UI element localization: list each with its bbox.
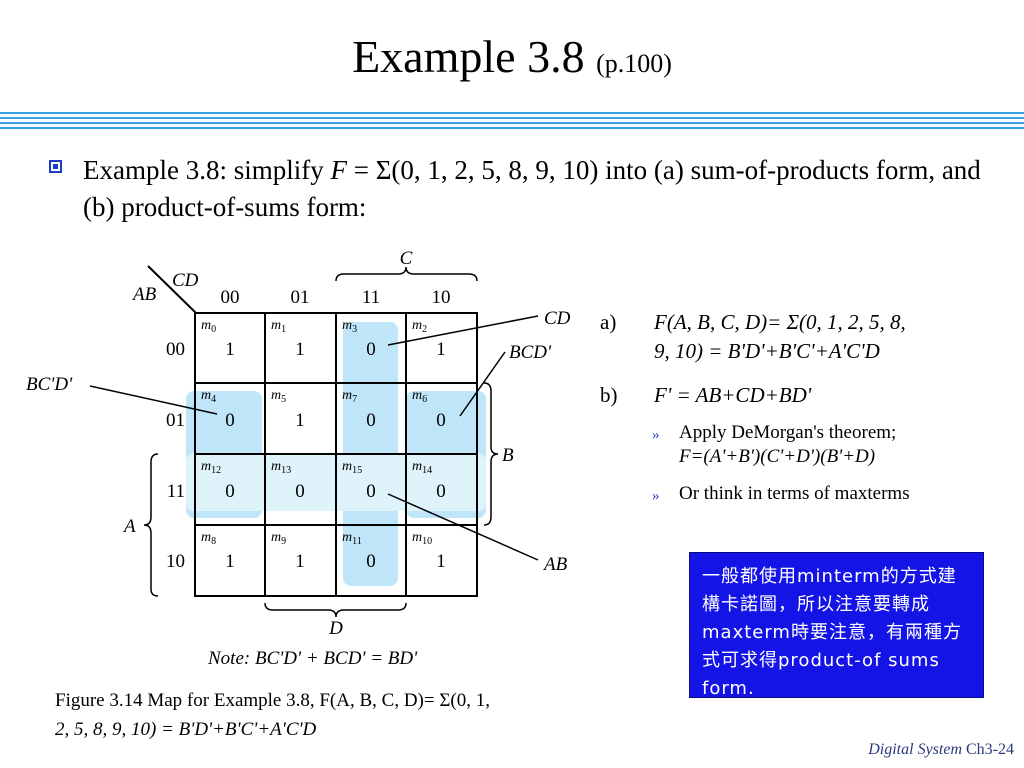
cell-minterm: m10 — [412, 530, 432, 547]
label-c: C — [400, 248, 413, 269]
cell-value: 0 — [366, 410, 376, 431]
cell-minterm: m3 — [342, 318, 357, 335]
bullet-func: F — [330, 155, 347, 185]
bullet-rest: = Σ(0, 1, 2, 5, 8, 9, 10) into (a) sum-o… — [83, 155, 981, 222]
cell-value: 0 — [225, 410, 235, 431]
arrow-bullet-icon: » — [652, 427, 660, 443]
cell-minterm: m8 — [201, 530, 216, 547]
cell-minterm: m5 — [271, 388, 286, 405]
cell-minterm: m12 — [201, 459, 221, 476]
row-label-10: 10 — [166, 551, 185, 572]
bracket-a — [143, 453, 159, 597]
label-d: D — [328, 618, 343, 639]
callout-line-cd — [387, 315, 539, 346]
cell-minterm: m4 — [201, 388, 216, 405]
solution-a-line2: 9, 10) = B'D'+B'C'+A'C'D — [654, 339, 880, 363]
cell-minterm: m7 — [342, 388, 357, 405]
slide-footer: Digital System Ch3-24 — [780, 741, 1014, 759]
cell-minterm: m13 — [271, 459, 291, 476]
solution-b-text: F' = AB+CD+BD' — [654, 383, 812, 407]
bracket-b — [483, 382, 499, 526]
cell-value: 1 — [295, 551, 305, 572]
callout-line-bcpd — [89, 385, 218, 415]
callout-line-bcd — [459, 351, 506, 417]
arrow-bullet-icon: » — [652, 488, 660, 504]
callout-cd-label: CD — [544, 308, 571, 329]
col-var-label: CD — [172, 270, 199, 291]
cell-value: 1 — [436, 551, 446, 572]
title-rule-2 — [0, 117, 1024, 119]
cell-value: 1 — [225, 339, 235, 360]
col-label-11: 11 — [362, 287, 380, 308]
bracket-d — [264, 602, 407, 618]
cell-value: 0 — [436, 481, 446, 502]
solution-a-line1: F(A, B, C, D)= Σ(0, 1, 2, 5, 8, — [654, 310, 906, 334]
cell-value: 0 — [295, 481, 305, 502]
cell-value: 1 — [295, 410, 305, 431]
solution-sub1-line2: F=(A'+B')(C'+D')(B'+D) — [679, 446, 876, 467]
cell-minterm: m14 — [412, 459, 432, 476]
col-label-10: 10 — [432, 287, 451, 308]
callout-ab-label: AB — [542, 554, 568, 575]
bullet-square-icon — [49, 160, 62, 173]
title-page-ref: (p.100) — [596, 49, 672, 78]
cell-minterm: m11 — [342, 530, 362, 547]
karnaugh-map: AB CD 00 01 11 10 00 01 11 10 m0 1 m1 1 … — [26, 248, 571, 669]
cell-value: 0 — [366, 551, 376, 572]
cell-value: 0 — [366, 339, 376, 360]
cell-minterm: m15 — [342, 459, 362, 476]
corner-diagonal — [147, 265, 197, 314]
label-b: B — [502, 445, 514, 466]
row-label-11: 11 — [167, 481, 185, 502]
footer-course: Digital System — [868, 741, 962, 758]
solution-a-text: F(A, B, C, D)= Σ(0, 1, 2, 5, 8, 9, 10) =… — [654, 308, 1014, 366]
note-box-text: 一般都使用minterm的方式建構卡諾圖，所以注意要轉成maxterm時要注意，… — [702, 566, 962, 699]
caption-line1: Figure 3.14 Map for Example 3.8, F(A, B,… — [55, 690, 490, 711]
cell-value: 1 — [295, 339, 305, 360]
kmap-note: Note: BC'D' + BCD' = BD' — [207, 648, 418, 669]
cell-value: 1 — [436, 339, 446, 360]
bullet-text: Example 3.8: simplify F = Σ(0, 1, 2, 5, … — [83, 152, 983, 226]
col-label-00: 00 — [221, 287, 240, 308]
col-label-01: 01 — [291, 287, 310, 308]
solution-sub1: Apply DeMorgan's theorem; F=(A'+B')(C'+D… — [679, 421, 1019, 469]
footer-page: Ch3-24 — [962, 741, 1014, 758]
cell-minterm: m2 — [412, 318, 427, 335]
title-rule-4 — [0, 127, 1024, 129]
cell-value: 0 — [436, 410, 446, 431]
caption-line2: 2, 5, 8, 9, 10) = B'D'+B'C'+A'C'D — [55, 719, 317, 740]
figure-caption: Figure 3.14 Map for Example 3.8, F(A, B,… — [55, 686, 665, 744]
title-main: Example 3.8 — [352, 31, 585, 82]
solution-b-label: b) — [600, 383, 618, 407]
slide-title: Example 3.8 (p.100) — [0, 30, 1024, 83]
cell-value: 1 — [225, 551, 235, 572]
solution-sub1-line1: Apply DeMorgan's theorem; — [679, 422, 897, 443]
cell-minterm: m1 — [271, 318, 286, 335]
callout-line-ab — [387, 493, 539, 561]
callout-bcpd-label: BC'D' — [26, 374, 73, 395]
bracket-c — [335, 266, 478, 282]
label-a: A — [122, 516, 136, 537]
row-var-label: AB — [131, 284, 157, 305]
cell-minterm: m6 — [412, 388, 427, 405]
kmap-grid — [194, 312, 478, 597]
title-rule-1 — [0, 112, 1024, 114]
row-label-01: 01 — [166, 410, 185, 431]
title-rule-3 — [0, 122, 1024, 124]
solution-a-label: a) — [600, 310, 617, 334]
cell-minterm: m9 — [271, 530, 286, 547]
cell-value: 0 — [366, 481, 376, 502]
callout-bcd-label: BCD' — [509, 342, 552, 363]
cell-value: 0 — [225, 481, 235, 502]
solution-sub2: Or think in terms of maxterms — [679, 483, 910, 504]
cell-minterm: m0 — [201, 318, 216, 335]
row-label-00: 00 — [166, 339, 185, 360]
bullet-lead: Example 3.8: simplify — [83, 155, 331, 185]
note-box: 一般都使用minterm的方式建構卡諾圖，所以注意要轉成maxterm時要注意，… — [689, 552, 984, 699]
